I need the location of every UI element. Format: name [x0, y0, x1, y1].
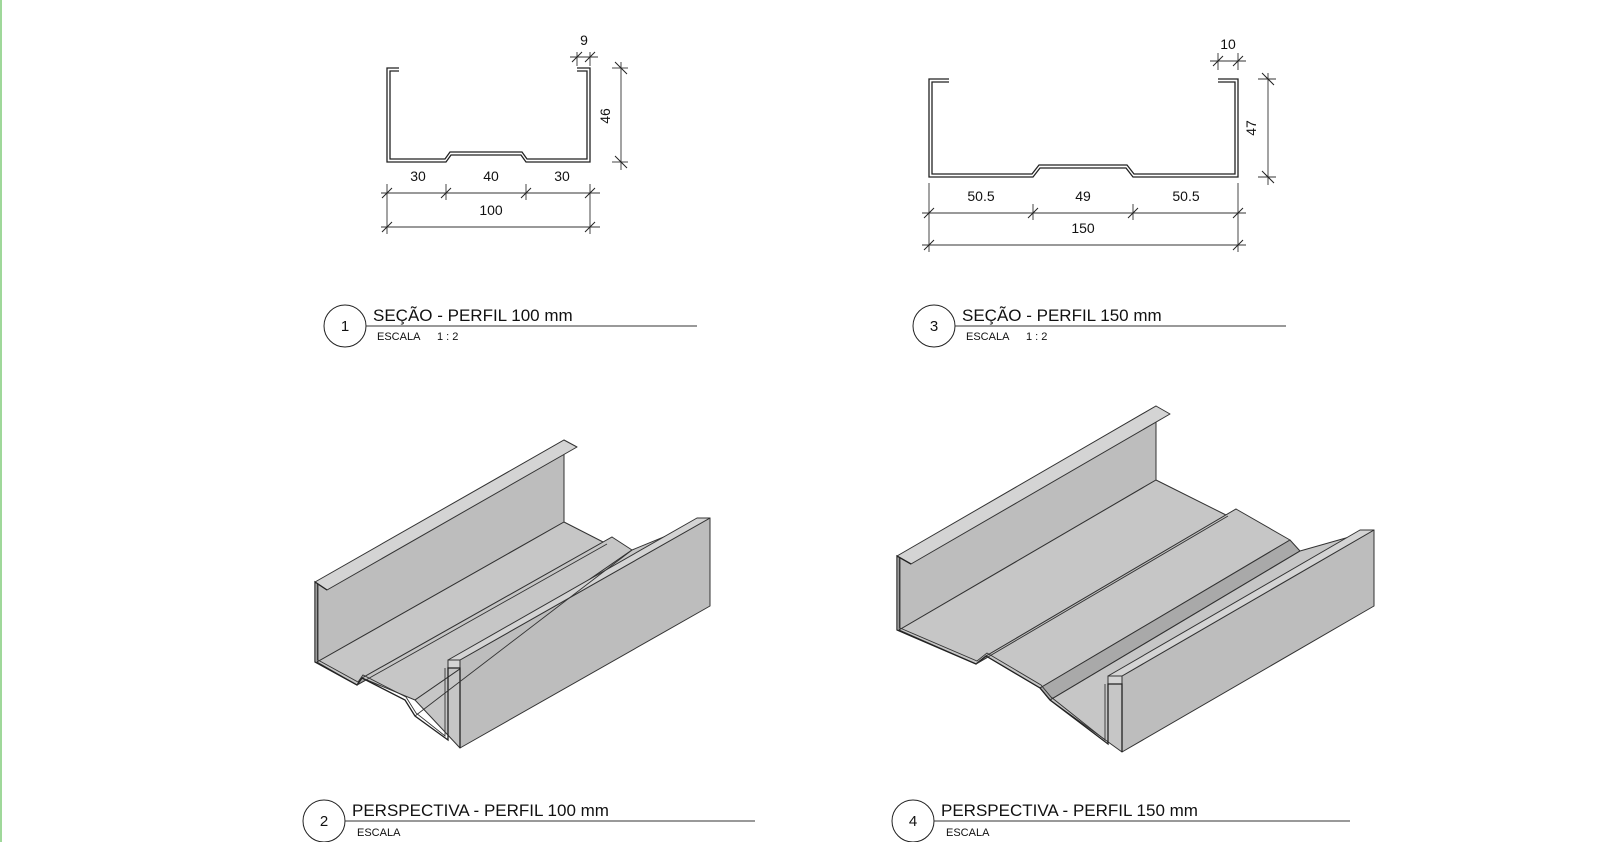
- dim-150-center: 49: [1075, 188, 1091, 204]
- title-block-4: 4 PERSPECTIVA - PERFIL 150 mm ESCALA: [891, 799, 1350, 842]
- title-block-2: 2 PERSPECTIVA - PERFIL 100 mm ESCALA: [302, 799, 755, 842]
- drawing-number: 3: [930, 318, 938, 335]
- drawing-title: SEÇÃO - PERFIL 150 mm: [962, 306, 1162, 325]
- dim-150-right: 50.5: [1172, 188, 1199, 204]
- title-block-1: 1 SEÇÃO - PERFIL 100 mm ESCALA 1 : 2: [323, 304, 697, 348]
- sheet-edge-line: [0, 0, 2, 842]
- scale-label: ESCALA: [357, 827, 401, 839]
- drawing-number: 2: [320, 813, 328, 830]
- drawing-number: 1: [341, 318, 349, 335]
- dim-100-center: 40: [483, 168, 499, 184]
- drawing-number: 4: [909, 813, 917, 830]
- drawing-title: PERSPECTIVA - PERFIL 150 mm: [941, 801, 1198, 820]
- dim-150-total: 150: [1071, 220, 1095, 236]
- scale-value: 1 : 2: [1026, 331, 1047, 343]
- dim-100-height: 46: [597, 108, 613, 124]
- scale-label: ESCALA: [946, 827, 990, 839]
- drawing-title: PERSPECTIVA - PERFIL 100 mm: [352, 801, 609, 820]
- dim-150-lip: 10: [1220, 36, 1236, 52]
- profile-100-inner: [389, 70, 588, 160]
- perspective-drawing-100: [314, 439, 711, 749]
- perspective-drawing-150: [896, 405, 1375, 753]
- dim-100-lip: 9: [580, 32, 588, 48]
- dim-100-left: 30: [410, 168, 426, 184]
- profile-150-inner: [931, 81, 1236, 175]
- profile-100-outline: [386, 67, 591, 163]
- dim-150-height: 47: [1243, 120, 1259, 136]
- scale-label: ESCALA: [377, 331, 421, 343]
- scale-value: 1 : 2: [437, 331, 458, 343]
- title-block-3: 3 SEÇÃO - PERFIL 150 mm ESCALA 1 : 2: [912, 304, 1286, 348]
- dim-100-total: 100: [479, 202, 503, 218]
- dim-150-left: 50.5: [967, 188, 994, 204]
- dim-100-right: 30: [554, 168, 570, 184]
- profile-150-outline: [928, 78, 1239, 178]
- drawing-title: SEÇÃO - PERFIL 100 mm: [373, 306, 573, 325]
- section-drawing-150: 10 47 50.5 49 50.5 150: [922, 36, 1276, 252]
- section-drawing-100: 9 46 30 40 30 100: [381, 32, 628, 234]
- scale-label: ESCALA: [966, 331, 1010, 343]
